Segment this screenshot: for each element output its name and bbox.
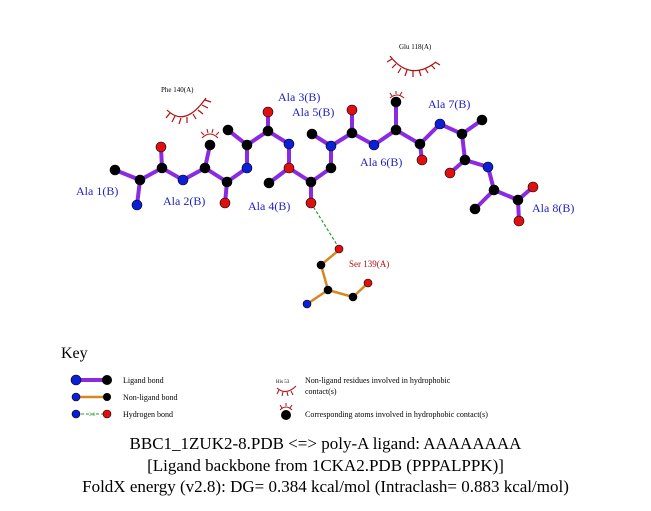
label-ala7: Ala 7(B) (428, 97, 470, 111)
label-ala4: Ala 4(B) (248, 199, 290, 213)
label-ser139: Ser 139(A) (349, 259, 389, 269)
key-atom-marker-icon (279, 403, 293, 411)
label-phe140: Phe 140(A) (161, 86, 194, 94)
label-ala2: Ala 2(B) (163, 194, 205, 208)
atom-hydrophobic-marker-ala6 (389, 91, 405, 99)
key-hydrogen-bond: 3.0 Hydrogen bond (71, 409, 173, 419)
key-hbond-distance: 3.0 (89, 413, 96, 418)
caption-line-1: BBC1_1ZUK2-8.PDB <=> poly-A ligand: AAAA… (129, 434, 522, 453)
key-ligand-bond: Ligand bond (70, 374, 164, 386)
key-non-ligand-bond: Non-ligand bond (71, 392, 177, 402)
key-corresponding-atoms-label: Corresponding atoms involved in hydropho… (305, 410, 488, 419)
atoms (109, 96, 539, 309)
key-non-ligand-bond-label: Non-ligand bond (123, 393, 177, 402)
label-ala3: Ala 3(B) (278, 90, 320, 104)
key-ligand-bond-label: Ligand bond (123, 376, 164, 385)
hydrophobic-arc-glu118 (386, 55, 441, 77)
key-his53-label: His 53 (276, 380, 290, 385)
label-glu118: Glu 118(A) (399, 43, 432, 51)
label-ala5: Ala 5(B) (292, 105, 334, 119)
key-title: Key (61, 345, 88, 362)
hydrophobic-arc-phe140 (165, 97, 212, 125)
label-ala1: Ala 1(B) (76, 184, 118, 198)
key-corresponding-atoms: Corresponding atoms involved in hydropho… (279, 403, 488, 420)
key-hydrogen-bond-label: Hydrogen bond (123, 410, 173, 419)
label-ala8: Ala 8(B) (532, 201, 574, 215)
atom-hydrophobic-marker-ala2 (200, 128, 220, 139)
hydrogen-bond-ser139 (310, 202, 340, 249)
key-hydrophobic-label-line2: contact(s) (305, 387, 337, 396)
caption-line-3: FoldX energy (v2.8): DG= 0.384 kcal/mol … (82, 477, 569, 496)
key-hydrophobic-label-line1: Non-ligand residues involved in hydropho… (305, 376, 451, 385)
caption-line-2: [Ligand backbone from 1CKA2.PDB (PPPALPP… (147, 456, 504, 475)
key-hydrophobic-arc-icon (276, 385, 297, 397)
label-ala6: Ala 6(B) (360, 155, 402, 169)
key-hydrophobic-residue: His 53 Non-ligand residues involved in h… (276, 376, 451, 397)
key: Key Ligand bond Non-ligand bond 3.0 Hydr… (61, 345, 488, 420)
